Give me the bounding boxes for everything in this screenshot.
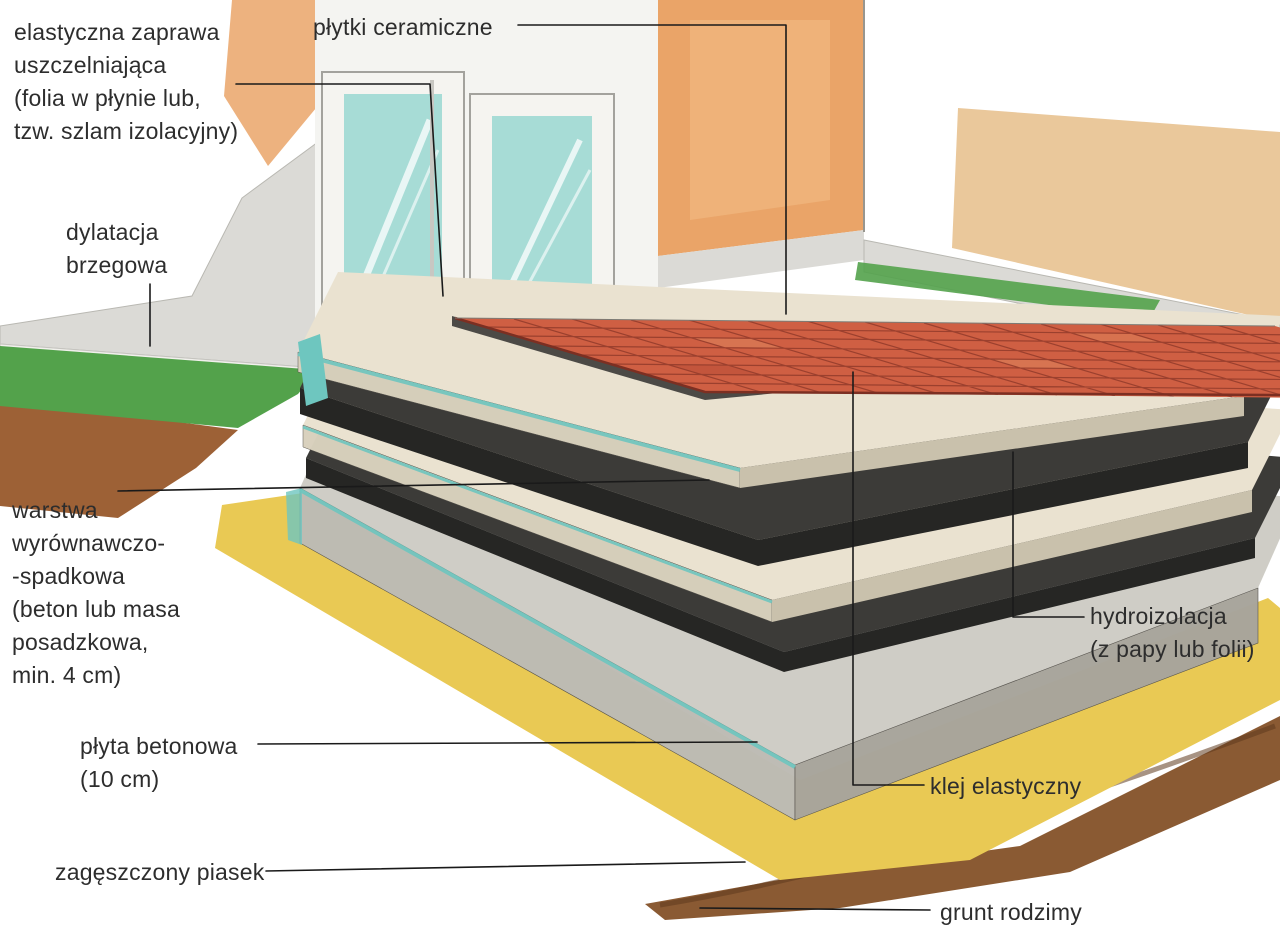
leader-compacted-sand — [265, 861, 746, 872]
label-line: (folia w płynie lub, — [14, 85, 201, 111]
label-line: (beton lub masa — [12, 596, 180, 622]
waterproofing-layer-left-face — [300, 388, 758, 566]
leader-leveling-layer — [117, 479, 710, 492]
right-grass-strip — [855, 262, 1160, 318]
label-line: -spadkowa — [12, 563, 126, 589]
label-sealing-mortar: elastyczna zaprawa uszczelniająca (folia… — [14, 16, 238, 148]
label-ceramic-tiles: płytki ceramiczne — [313, 11, 493, 44]
label-line: tzw. szlam izolacyjny) — [14, 118, 239, 144]
tile-front-edge — [454, 316, 1280, 397]
tan-wall — [952, 108, 1280, 322]
waterproofing-layer-right-face — [758, 442, 1248, 566]
left-soil-patch — [0, 398, 238, 518]
label-line: płytki ceramiczne — [313, 14, 493, 40]
orange-wall-column-highlight — [690, 20, 830, 220]
label-line: (10 cm) — [80, 766, 160, 792]
tile-adhesive-strip — [452, 316, 1250, 400]
tile-highlight — [1072, 333, 1162, 343]
layer-stack — [0, 272, 1280, 920]
label-concrete-slab: płyta betonowa (10 cm) — [80, 730, 238, 796]
leader-concrete-slab — [257, 741, 758, 745]
glass-streak — [354, 118, 434, 298]
label-line: posadzkowa, — [12, 629, 149, 655]
leveling-layer-right-face — [740, 396, 1244, 488]
leader-lines — [117, 24, 1085, 911]
leveling-layer-teal-edge — [297, 352, 741, 472]
label-line: brzegowa — [66, 252, 168, 278]
tile-back-edge — [454, 317, 1276, 327]
label-compacted-sand: zagęszczony piasek — [55, 856, 264, 889]
compacted-sand-band — [215, 492, 1280, 880]
label-waterproofing: hydroizolacja (z papy lub folii) — [1090, 600, 1255, 666]
label-edge-expansion-joint: dylatacja brzegowa — [66, 216, 167, 282]
wall-and-doors — [0, 0, 1280, 391]
label-line: uszczelniająca — [14, 52, 167, 78]
tile-grid — [485, 318, 1280, 400]
label-line: płyta betonowa — [80, 733, 238, 759]
tile-floor — [454, 316, 1280, 400]
lower-dark-layer-left-face — [306, 458, 784, 672]
label-leveling-layer: warstwa wyrównawczo- -spadkowa (beton lu… — [12, 494, 180, 692]
tile-highlight — [693, 338, 783, 348]
concrete-slab-right-face — [794, 587, 1259, 821]
label-flexible-adhesive: klej elastyczny — [930, 770, 1081, 803]
label-line: wyrównawczo- — [12, 530, 166, 556]
label-line: zagęszczony piasek — [55, 859, 265, 885]
label-line: klej elastyczny — [930, 773, 1082, 799]
label-line: warstwa — [12, 497, 98, 523]
glass-streak — [518, 169, 592, 301]
glass-streak — [503, 138, 583, 298]
leader-flexible-adhesive — [852, 371, 925, 786]
orange-wall-patch — [224, 0, 332, 166]
label-line: elastyczna zaprawa — [14, 19, 220, 45]
lower-dark-layer-right-face — [784, 538, 1255, 672]
label-line: (z papy lub folii) — [1090, 636, 1255, 662]
native-soil-band — [645, 716, 1280, 920]
lower-beige-teal-edge — [302, 425, 773, 604]
tile-shadow — [670, 365, 760, 375]
leader-waterproofing — [1012, 451, 1085, 618]
lower-beige-layer-right-face — [772, 490, 1252, 622]
label-line: hydroizolacja — [1090, 603, 1227, 629]
left-grass-patch — [0, 346, 318, 428]
column-base-trim — [658, 230, 864, 288]
leader-sealing-mortar — [235, 83, 444, 297]
leader-native-soil — [699, 907, 931, 911]
label-line: grunt rodzimy — [940, 899, 1082, 925]
tile-highlight — [990, 359, 1080, 369]
label-native-soil: grunt rodzimy — [940, 896, 1082, 929]
concrete-slab-teal-end — [286, 488, 302, 545]
leader-ceramic-tiles — [517, 24, 787, 315]
label-line: dylatacja — [66, 219, 159, 245]
label-line: min. 4 cm) — [12, 662, 122, 688]
concrete-slab-teal-edge — [299, 488, 796, 769]
edge-joint-strip — [298, 334, 328, 406]
